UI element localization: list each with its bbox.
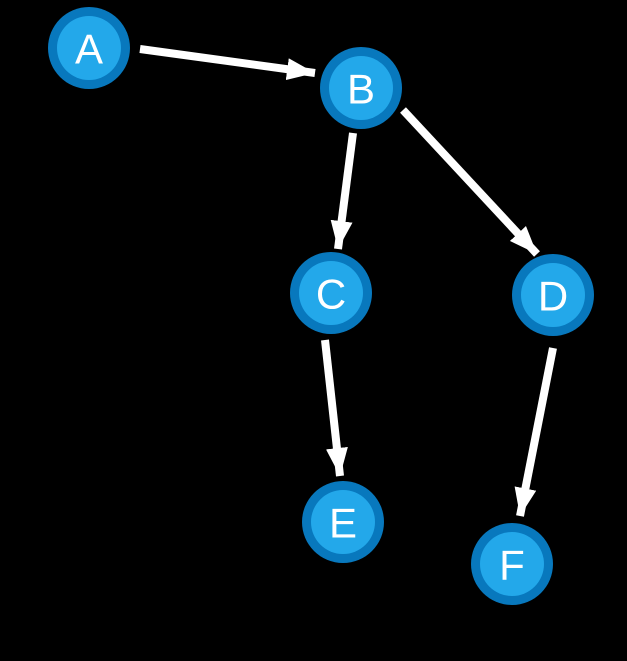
edge-line-D-F: [514, 347, 557, 517]
node-F-fill: [480, 532, 544, 596]
node-C-fill: [299, 261, 363, 325]
edge-line-C-E: [321, 339, 348, 477]
edge-B-C: [330, 132, 357, 250]
node-D[interactable]: D: [512, 254, 594, 336]
node-F[interactable]: F: [471, 523, 553, 605]
edge-B-D: [400, 107, 540, 257]
node-B[interactable]: B: [320, 47, 402, 129]
edge-A-B: [139, 45, 316, 81]
edge-D-F: [514, 347, 557, 517]
edge-C-E: [321, 339, 348, 477]
edge-line-B-D: [400, 107, 540, 257]
node-A-fill: [57, 16, 121, 80]
edge-line-A-B: [139, 45, 316, 81]
node-D-fill: [521, 263, 585, 327]
node-C[interactable]: C: [290, 252, 372, 334]
node-A[interactable]: A: [48, 7, 130, 89]
edge-line-B-C: [330, 132, 357, 250]
node-E[interactable]: E: [302, 481, 384, 563]
node-E-fill: [311, 490, 375, 554]
node-B-fill: [329, 56, 393, 120]
